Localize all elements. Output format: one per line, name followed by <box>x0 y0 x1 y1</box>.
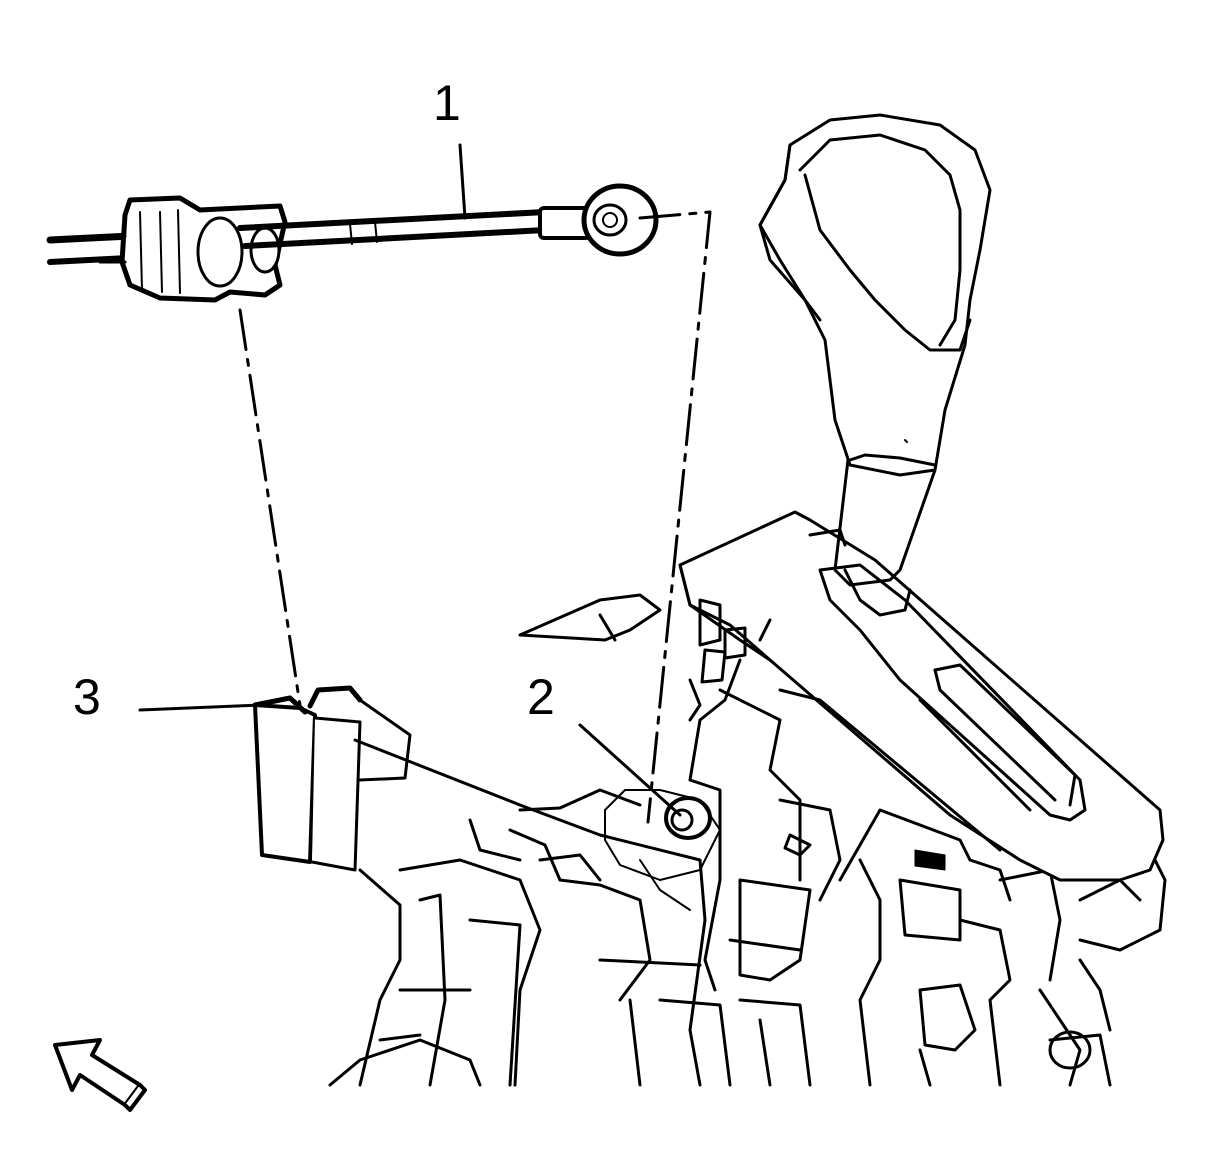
callout-3-leader <box>138 703 264 712</box>
shift-lever-bracket <box>604 658 842 1087</box>
callout-2-leader <box>578 723 682 817</box>
shift-lever-knob <box>758 113 992 617</box>
front-direction-arrow-icon <box>53 1038 147 1112</box>
assembly-leader-lines <box>238 210 712 824</box>
right-housing <box>838 808 1167 1087</box>
shifter-base-housing <box>252 685 732 1087</box>
callout-1-label: 1 <box>433 75 461 131</box>
shift-cable <box>46 183 659 303</box>
callout-leader-lines <box>138 143 682 817</box>
callout-1-leader <box>458 143 467 220</box>
callout-2-label: 2 <box>527 669 555 725</box>
callout-3-label: 3 <box>73 669 101 725</box>
shifter-trim-bezel <box>518 510 1165 882</box>
